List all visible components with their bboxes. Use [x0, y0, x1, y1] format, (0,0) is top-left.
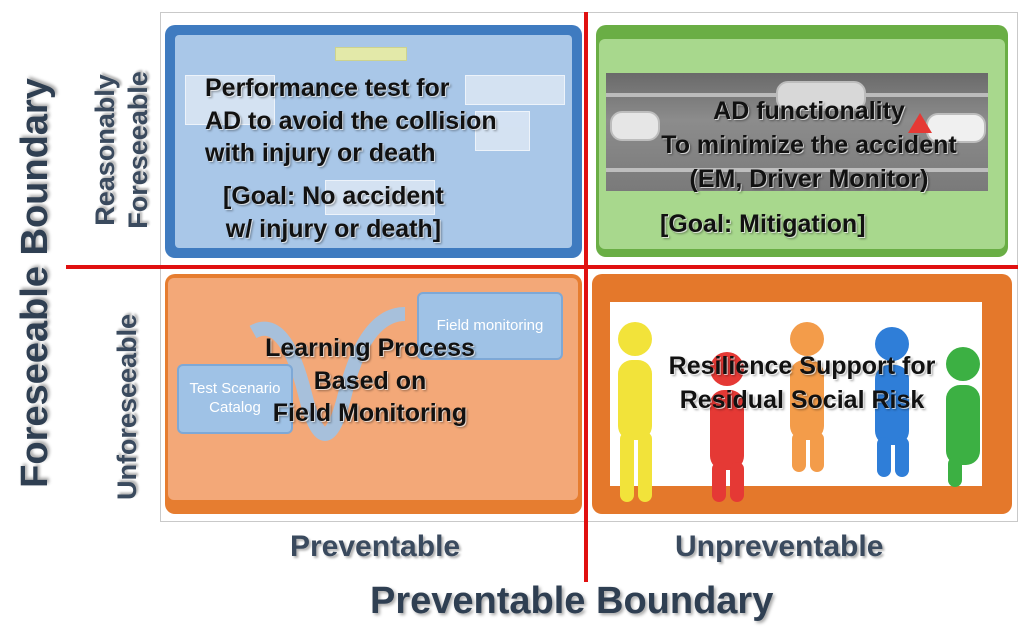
decorative-box — [465, 75, 565, 105]
quadrant-line: with injury or death — [205, 139, 436, 167]
learning-loop-arrow — [249, 307, 406, 441]
field-monitoring-box: Field monitoring — [417, 292, 563, 360]
decorative-box — [325, 180, 435, 215]
quadrant-text: AD functionality To minimize the acciden… — [624, 95, 994, 196]
car-image — [926, 113, 986, 143]
lane-marking — [606, 168, 988, 172]
vertical-boundary-line — [584, 12, 588, 582]
quadrant-line: Resilience Support for — [668, 352, 936, 380]
y-axis-bottom-label: Unforeseeable — [112, 313, 142, 501]
goal-line: [Goal: No accident — [223, 182, 444, 210]
quadrant-line: Based on — [313, 366, 427, 395]
y-axis-top-line: Reasonably — [90, 74, 120, 226]
test-scenario-box: Test Scenario Catalog — [177, 364, 293, 434]
decorative-box — [335, 47, 407, 61]
x-axis-title: Preventable Boundary — [370, 580, 774, 622]
quadrant-line: Field Monitoring — [272, 399, 468, 427]
people-image — [610, 302, 982, 502]
warning-icon — [908, 113, 932, 133]
car-image — [610, 111, 660, 141]
quadrant-unpreventable-foreseeable: AD functionality To minimize the acciden… — [596, 25, 1008, 257]
y-axis-top-line: Foreseeable — [123, 71, 153, 229]
road-photo — [606, 73, 988, 191]
x-axis-left-label: Preventable — [290, 530, 461, 563]
quadrant-line: Performance test for — [205, 74, 450, 102]
quadrant-text: Performance test for AD to avoid the col… — [205, 72, 497, 170]
quadrant-text: Learning Process Based on Field Monitori… — [235, 332, 505, 430]
quadrant-line: AD functionality — [713, 97, 905, 125]
y-axis-top-label: Reasonably Foreseeable — [89, 30, 157, 270]
car-image — [776, 81, 866, 111]
goal-text: [Goal: Mitigation] — [660, 210, 866, 238]
decorative-box — [475, 111, 530, 151]
quadrant-line: To minimize the accident — [661, 130, 957, 159]
horizontal-boundary-line — [66, 265, 1018, 269]
quadrant-unpreventable-unforeseeable: Resilience Support for Residual Social R… — [592, 274, 1012, 514]
goal-text: [Goal: No accident w/ injury or death] — [223, 180, 444, 245]
quadrant-text: Resilience Support for Residual Social R… — [622, 350, 982, 418]
quadrant-line: Learning Process — [265, 334, 475, 362]
y-axis-title: Foreseeable Boundary — [14, 78, 56, 488]
x-axis-right-label: Unpreventable — [675, 530, 884, 563]
goal-line: w/ injury or death] — [225, 214, 442, 243]
quadrant-line: (EM, Driver Monitor) — [689, 164, 929, 193]
quadrant-line: AD to avoid the collision — [205, 106, 497, 135]
quadrant-background — [175, 35, 572, 248]
quadrant-preventable-foreseeable: Performance test for AD to avoid the col… — [165, 25, 582, 258]
decorative-box — [185, 75, 275, 125]
quadrant-preventable-unforeseeable: Field monitoring Test Scenario Catalog L… — [165, 274, 582, 514]
quadrant-line: Residual Social Risk — [679, 385, 925, 414]
